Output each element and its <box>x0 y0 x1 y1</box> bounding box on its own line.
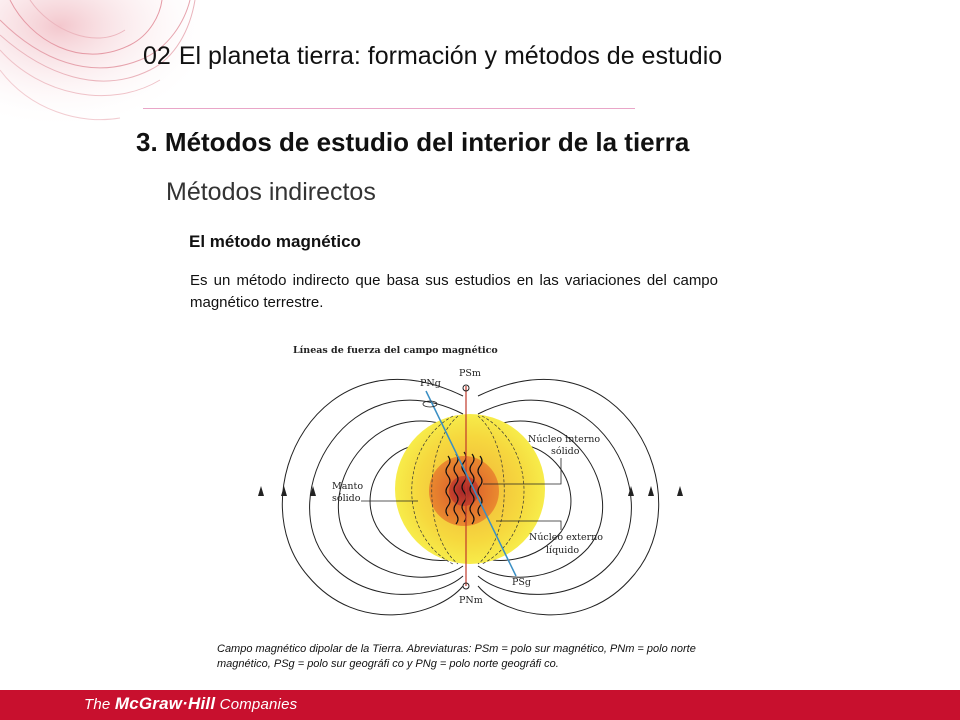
core-convection <box>445 451 483 525</box>
chapter-number: 02 <box>143 42 171 70</box>
logo-prefix: The <box>84 696 111 713</box>
psm-marker <box>462 384 470 392</box>
method-description: Es un método indirecto que basa sus estu… <box>190 272 718 311</box>
label-inner-core-2: sólido <box>551 446 580 457</box>
label-inner-core: Núcleo interno <box>528 434 600 445</box>
label-outer-core-2: líquido <box>546 545 579 556</box>
field-arrows <box>258 486 683 496</box>
method-heading: El método magnético <box>189 232 361 251</box>
logo-brand: McGraw·Hill <box>114 694 216 713</box>
label-pnm: PNm <box>459 595 483 606</box>
label-mantle: Manto <box>332 481 363 492</box>
figure-title: Líneas de fuerza del campo magnético <box>293 345 498 356</box>
png-rotation-marker <box>422 400 438 408</box>
chapter-title: El planeta tierra: formación y métodos d… <box>178 42 723 70</box>
section-title: 3. Métodos de estudio del interior de la… <box>136 127 690 157</box>
magnetic-field-diagram: Líneas de fuerza del campo magnético PNg… <box>258 345 683 616</box>
header-divider <box>143 108 635 109</box>
decorative-swirl <box>0 0 200 130</box>
geographic-axis <box>425 390 517 577</box>
pnm-marker <box>462 582 470 590</box>
section-subtitle: Métodos indirectos <box>166 178 376 206</box>
label-mantle-2: sólido <box>332 493 361 504</box>
label-psg: PSg <box>512 577 531 588</box>
label-png: PNg <box>420 378 441 389</box>
label-leaders <box>361 458 562 530</box>
label-psm: PSm <box>459 368 481 379</box>
internal-field-lines <box>411 415 525 565</box>
field-lines-left <box>281 379 464 616</box>
figure-caption: Campo magnético dipolar de la Tierra. Ab… <box>217 643 696 670</box>
logo-suffix: Companies <box>219 696 298 713</box>
label-outer-core: Núcleo externo <box>529 532 603 543</box>
footer-bar: The McGraw·Hill Companies <box>0 690 960 720</box>
publisher-logo: The McGraw·Hill Companies <box>84 694 297 714</box>
